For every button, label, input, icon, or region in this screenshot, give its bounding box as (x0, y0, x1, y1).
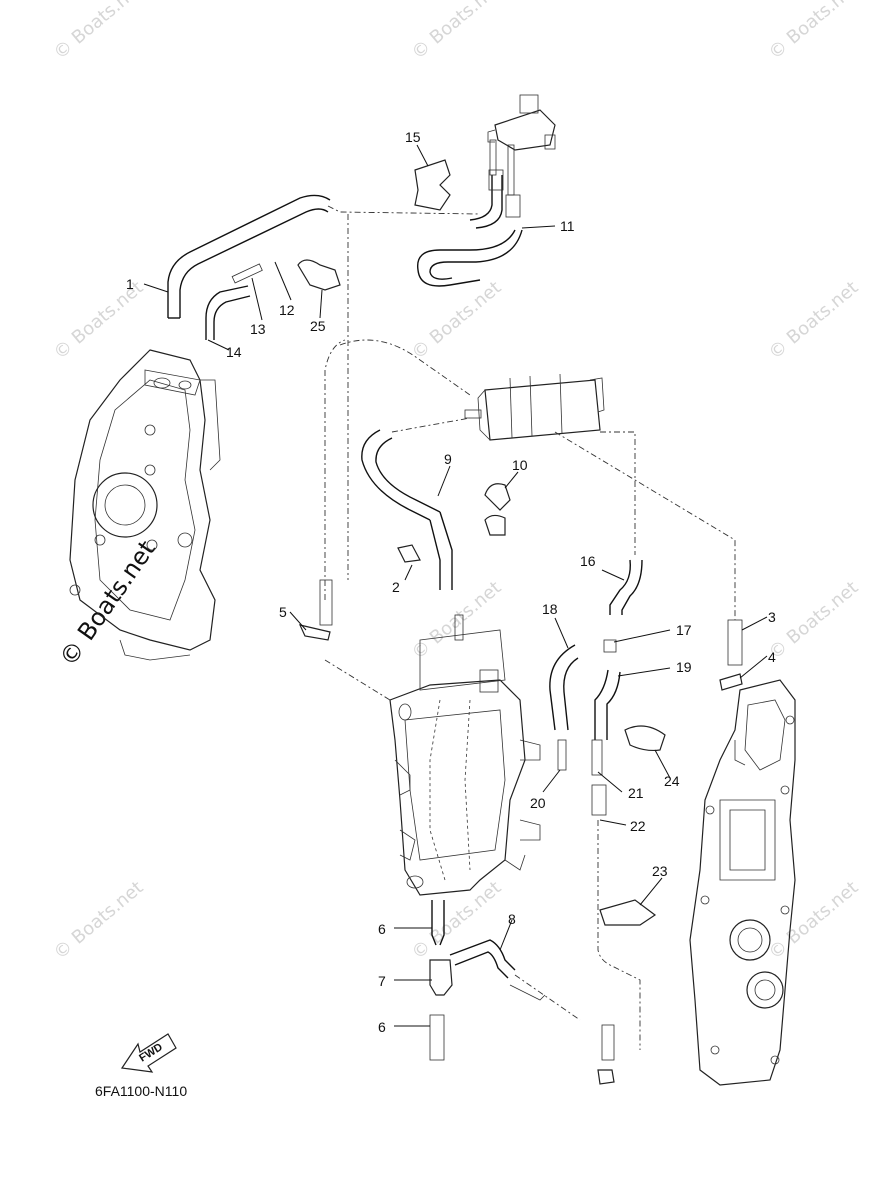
watermark: © Boats.net (408, 0, 506, 64)
bolt-13 (231, 263, 263, 284)
watermark: © Boats.net (50, 877, 148, 964)
intake-manifold-drawing (69, 349, 221, 661)
watermark: © Boats.net (408, 877, 506, 964)
part-label-20: 20 (530, 795, 546, 811)
watermarks: © Boats.net © Boats.net © Boats.net © Bo… (50, 0, 863, 964)
part-label-6a: 6 (378, 921, 386, 937)
fitting-21 (591, 739, 603, 776)
joint-7 (429, 959, 453, 996)
part-label-5: 5 (279, 604, 287, 620)
clip-4 (719, 673, 743, 691)
bottom-fitting (597, 1069, 615, 1085)
part-label-19: 19 (676, 659, 692, 675)
part-label-6b: 6 (378, 1019, 386, 1035)
watermark: © Boats.net (765, 277, 863, 364)
watermark: © Boats.net (765, 877, 863, 964)
part-label-4: 4 (768, 649, 776, 665)
vapor-separator-drawing (389, 614, 541, 896)
part-label-3: 3 (768, 609, 776, 625)
watermark: © Boats.net (408, 577, 506, 664)
part-label-10: 10 (512, 457, 528, 473)
fwd-arrow-icon: FWD (120, 1033, 177, 1073)
diagram-code: 6FA1100-N110 (95, 1083, 187, 1099)
watermark: © Boats.net (765, 577, 863, 664)
part-label-25: 25 (310, 318, 326, 334)
watermark: © Boats.net (408, 277, 506, 364)
part-label-9: 9 (444, 451, 452, 467)
watermark: © Boats.net (765, 0, 863, 64)
clamp-10a (484, 483, 511, 511)
part-label-21: 21 (628, 785, 644, 801)
canister-drawing (464, 373, 605, 441)
part-label-18: 18 (542, 601, 558, 617)
clamp-24 (624, 725, 666, 752)
part-label-24: 24 (664, 773, 680, 789)
hoses (167, 139, 743, 1061)
part-label-12: 12 (279, 302, 295, 318)
exhaust-cover-drawing (689, 679, 796, 1086)
part-label-7: 7 (378, 973, 386, 989)
pipe-22-top (591, 784, 607, 816)
solenoid-valve-drawing (487, 94, 556, 151)
clips (231, 159, 743, 1085)
part-label-11: 11 (560, 218, 575, 234)
part-labels: 1 2 3 4 5 6 7 6 8 9 10 11 12 13 14 15 16… (126, 129, 776, 1035)
part-label-23: 23 (652, 863, 668, 879)
part-label-17: 17 (676, 622, 692, 638)
part-label-16: 16 (580, 553, 596, 569)
clip-25 (297, 259, 341, 291)
clamp-10b (484, 514, 506, 536)
clip-15 (414, 159, 451, 211)
part-label-14: 14 (226, 344, 242, 360)
leader-lines (143, 144, 768, 1027)
part-label-13: 13 (250, 321, 266, 337)
holder-23 (599, 899, 657, 926)
part-label-2: 2 (392, 579, 400, 595)
clip-5 (298, 624, 331, 641)
watermark: © Boats.net (50, 0, 148, 64)
clip-2 (397, 544, 421, 563)
part-label-22: 22 (630, 818, 646, 834)
fwd-label: FWD (137, 1041, 165, 1064)
fitting-17 (603, 639, 617, 653)
part-label-8: 8 (508, 911, 516, 927)
part-label-15: 15 (405, 129, 421, 145)
part-label-1: 1 (126, 276, 134, 292)
fitting-20 (557, 739, 567, 771)
